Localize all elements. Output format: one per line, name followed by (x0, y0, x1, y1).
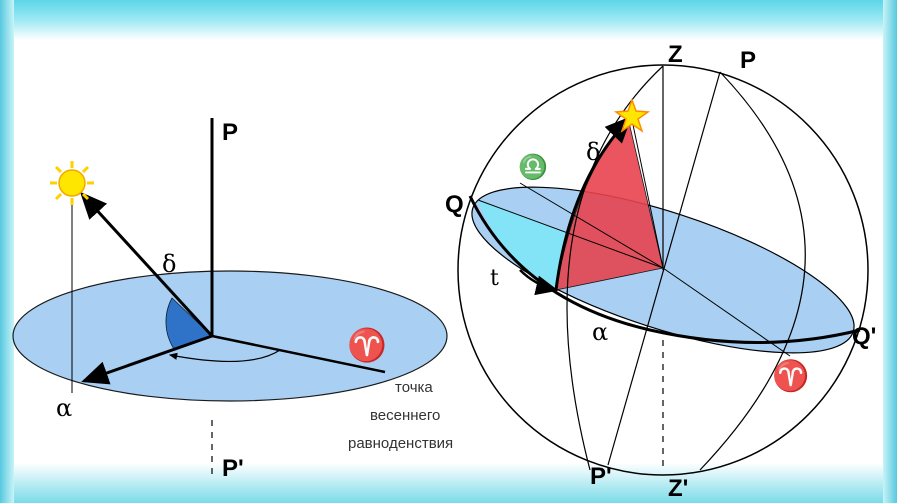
aries-icon-right: ♈ (772, 358, 809, 394)
label-alpha-left: α (56, 394, 72, 422)
ascension-arc-left (168, 349, 281, 363)
vernal-caption-line-2: весеннего (370, 407, 440, 424)
label-alpha-right: α (592, 318, 608, 346)
label-p-left: P (222, 119, 238, 146)
declination-arc (554, 115, 633, 291)
label-t: t (490, 266, 499, 291)
meridian-arc (699, 71, 806, 471)
spoke-to-q (477, 199, 664, 269)
sun-icon (50, 161, 94, 205)
equator-front-arc (468, 195, 861, 344)
right-frame (883, 0, 897, 503)
hour-circle (566, 65, 664, 471)
label-z: Z (668, 41, 683, 68)
vernal-caption-line-1: точка (395, 379, 433, 396)
libra-icon: ♎ (518, 153, 548, 181)
delta-angle-wedge (165, 297, 213, 350)
label-q-prime: Q' (852, 323, 876, 350)
label-z-prime: Z' (668, 475, 688, 502)
spoke-to-aries (662, 267, 791, 357)
vernal-caption-line-3: равноденствия (348, 435, 453, 452)
celestial-sphere (457, 64, 869, 476)
left-frame (0, 0, 14, 503)
right-diagram: Z P Q Q' P' Z' δ t α ♎ ♈ (445, 41, 876, 502)
star-icon (613, 97, 651, 133)
hour-angle-arrow (519, 269, 559, 296)
spoke-to-libra (519, 182, 664, 269)
label-p-prime-right: P' (590, 463, 612, 490)
label-p-prime-left: P' (222, 455, 244, 482)
spoke-to-star (631, 119, 664, 269)
aries-icon: ♈ (347, 326, 387, 364)
label-p-right: P (740, 47, 756, 74)
label-delta-left: δ (162, 250, 176, 278)
vector-to-alpha (81, 334, 213, 385)
label-q: Q (445, 191, 464, 218)
label-delta-right: δ (586, 138, 600, 166)
vector-to-sun (79, 191, 214, 338)
left-diagram: P P' δ α ♈ точка весеннего равноденствия (12, 118, 453, 482)
vector-to-aries (211, 334, 386, 374)
